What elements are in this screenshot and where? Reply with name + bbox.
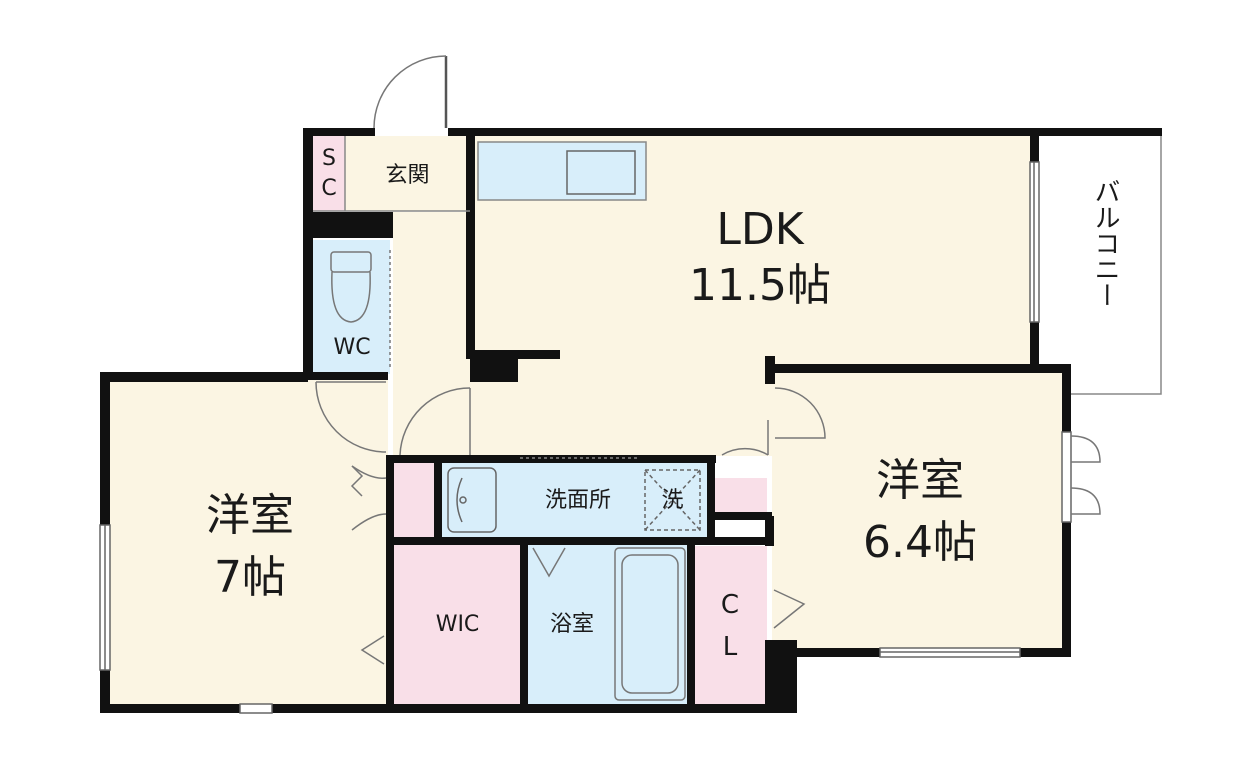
kitchen-counter (477, 141, 647, 201)
western-left-name-label: 洋室 (206, 490, 294, 541)
wic-label: WIC (435, 612, 480, 637)
wic-floor (393, 543, 523, 706)
washroom-label: 洗面所 (544, 488, 611, 513)
western-left-size-label: 7帖 (214, 552, 286, 603)
toilet-fixture (330, 250, 391, 370)
wc-floor (313, 240, 390, 374)
bathtub (532, 547, 686, 701)
windows (99, 161, 1072, 714)
bathroom-label: 浴室 (549, 612, 594, 637)
western-right-size-label: 6.4帖 (863, 517, 977, 568)
partition-lines (313, 136, 640, 459)
washroom-fixtures (447, 467, 701, 533)
entrance-label: 玄関 (385, 163, 430, 188)
doors (315, 55, 1101, 665)
closet-label-bottom: L (722, 632, 738, 662)
bathroom-floor (527, 543, 690, 706)
closet-label-top: C (720, 590, 740, 620)
sc-label-bottom: C (321, 176, 337, 201)
balcony-label: バルコニー (1090, 178, 1120, 308)
washer-label: 洗 (661, 488, 684, 513)
western-right-name-label: 洋室 (876, 455, 964, 506)
ldk-name-label: LDK (716, 204, 804, 255)
closet-small-floor (393, 462, 435, 538)
western-left-floor (110, 380, 388, 708)
closet-floor (693, 546, 767, 706)
sc-label-top: S (322, 146, 336, 171)
corridor-floor (393, 212, 473, 458)
western-right-floor (772, 372, 1064, 652)
sc-floor (313, 136, 345, 211)
storage-small-floor (712, 478, 767, 516)
wc-label: WC (333, 335, 371, 360)
entrance-floor (345, 136, 470, 211)
balcony-outline (1040, 133, 1162, 395)
ldk-size-label: 11.5帖 (689, 260, 831, 311)
